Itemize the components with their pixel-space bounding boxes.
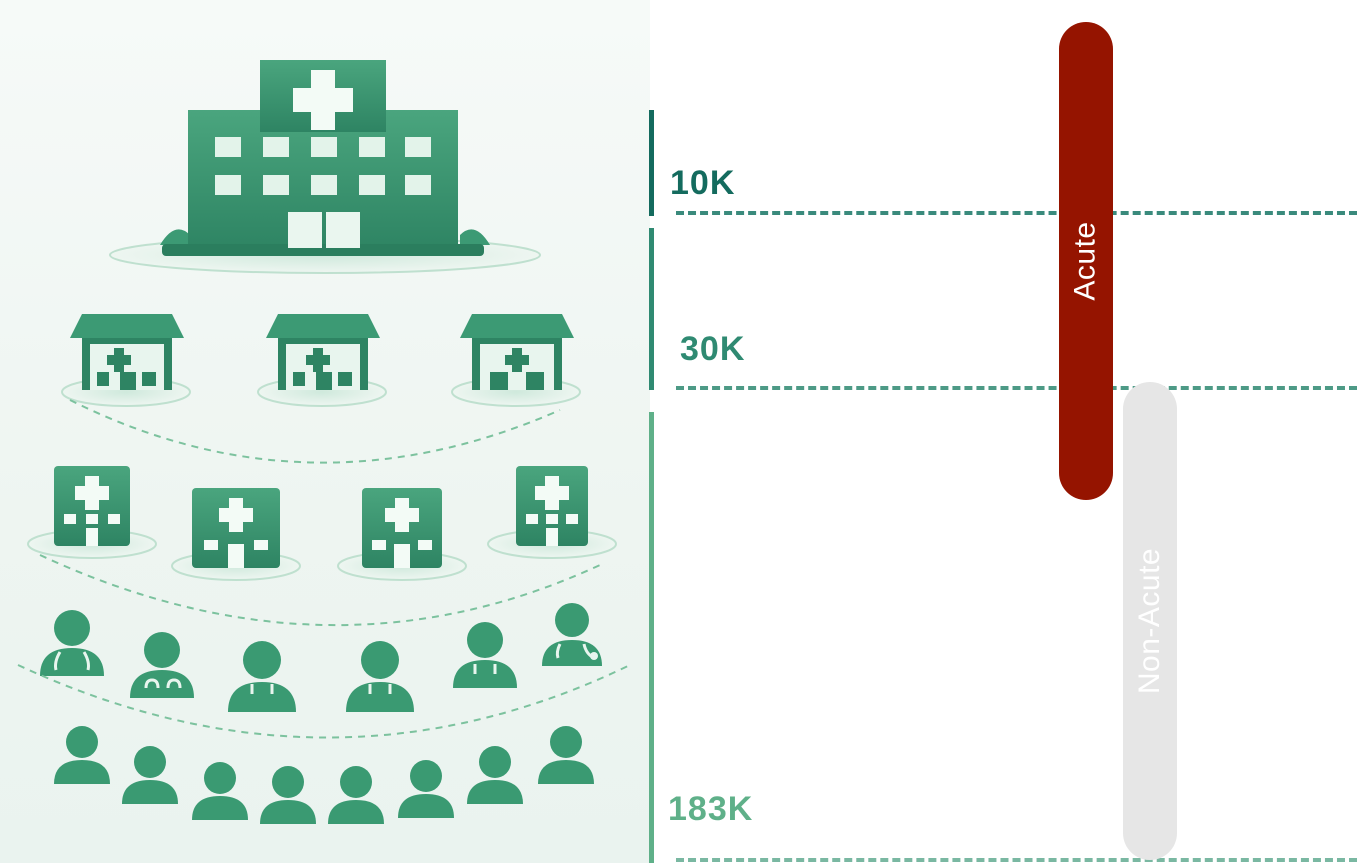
medical-center-icon	[27, 466, 157, 559]
hospital-icon	[109, 60, 541, 274]
acute-care-label: Acute	[1069, 221, 1102, 301]
doctor-row	[40, 603, 602, 712]
person-icon	[192, 762, 248, 820]
non-acute-care-label: Non-Acute	[1133, 547, 1166, 695]
person-icon	[54, 726, 110, 784]
doctor-icon	[40, 610, 104, 676]
tier-bar-3	[649, 412, 654, 863]
tier-label-1: 10K	[670, 164, 736, 202]
doctor-icon	[130, 632, 194, 698]
person-icon	[467, 746, 523, 804]
person-icon	[260, 766, 316, 824]
person-icon	[398, 760, 454, 818]
care-pyramid-illustration	[0, 0, 650, 863]
person-icon	[538, 726, 594, 784]
doctor-icon	[453, 622, 517, 688]
person-icon	[328, 766, 384, 824]
tier-divider-1	[676, 211, 1357, 215]
acute-care-bar: Acute	[1059, 22, 1113, 500]
clinic-icon	[61, 314, 191, 407]
tier-divider-3	[676, 858, 1357, 862]
doctor-icon	[346, 641, 414, 712]
doctor-icon	[228, 641, 296, 712]
medical-center-icon	[337, 488, 467, 581]
doctor-icon	[542, 603, 602, 666]
tier-label-2: 30K	[680, 330, 746, 368]
medical-center-icon	[487, 466, 617, 559]
person-row	[54, 726, 594, 824]
tier-bar-1	[649, 110, 654, 216]
clinic-row	[61, 314, 581, 407]
tier-label-3: 183K	[668, 790, 754, 828]
medical-center-icon	[171, 488, 301, 581]
non-acute-care-bar: Non-Acute	[1123, 382, 1177, 860]
clinic-icon	[257, 314, 387, 407]
clinic-icon	[451, 314, 581, 407]
person-icon	[122, 746, 178, 804]
tier-bar-2	[649, 228, 654, 390]
tier-divider-2	[676, 386, 1357, 390]
medical-center-row	[27, 466, 617, 581]
